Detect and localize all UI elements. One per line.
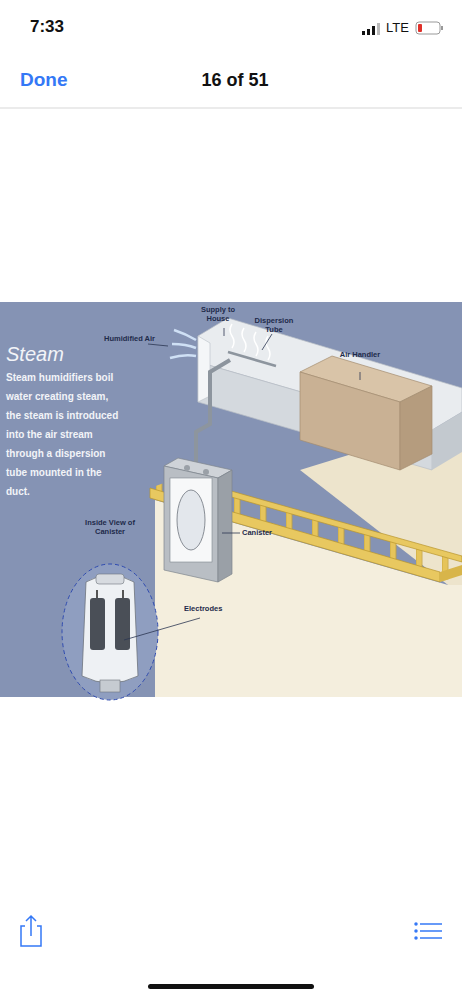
air-handler [300, 356, 432, 470]
leader-lines [124, 328, 360, 640]
done-button: Done [20, 69, 68, 91]
share-icon [21, 916, 41, 946]
diagram-title: Steam [6, 343, 64, 366]
humidified-air-arrows [170, 330, 196, 358]
dispersion-tube [228, 352, 276, 366]
page-counter: 16 of 51 [4, 70, 462, 91]
part-label: Electrodes [184, 604, 244, 613]
part-label: Canister [242, 528, 302, 537]
battery-icon [416, 22, 443, 34]
part-label: Humidified Air [104, 334, 188, 343]
supply-duct [198, 318, 462, 470]
status-network: LTE [386, 20, 409, 35]
list-icon [415, 923, 442, 939]
home-indicator [148, 984, 314, 989]
part-label: Supply to House [196, 305, 240, 323]
part-label: Inside View of Canister [72, 518, 148, 536]
canister-inset [62, 564, 158, 700]
part-label: Air Handler [336, 350, 384, 359]
description-text: Steam humidifiers boil water creating st… [6, 368, 120, 501]
supply-pipe [196, 360, 230, 462]
humidifier-cabinet [164, 458, 232, 582]
part-label: Dispersion Tube [248, 316, 300, 334]
leader-line [222, 533, 240, 534]
nav-divider [0, 108, 462, 109]
status-time: 7:33 [30, 17, 64, 37]
signal-bars [362, 23, 380, 35]
